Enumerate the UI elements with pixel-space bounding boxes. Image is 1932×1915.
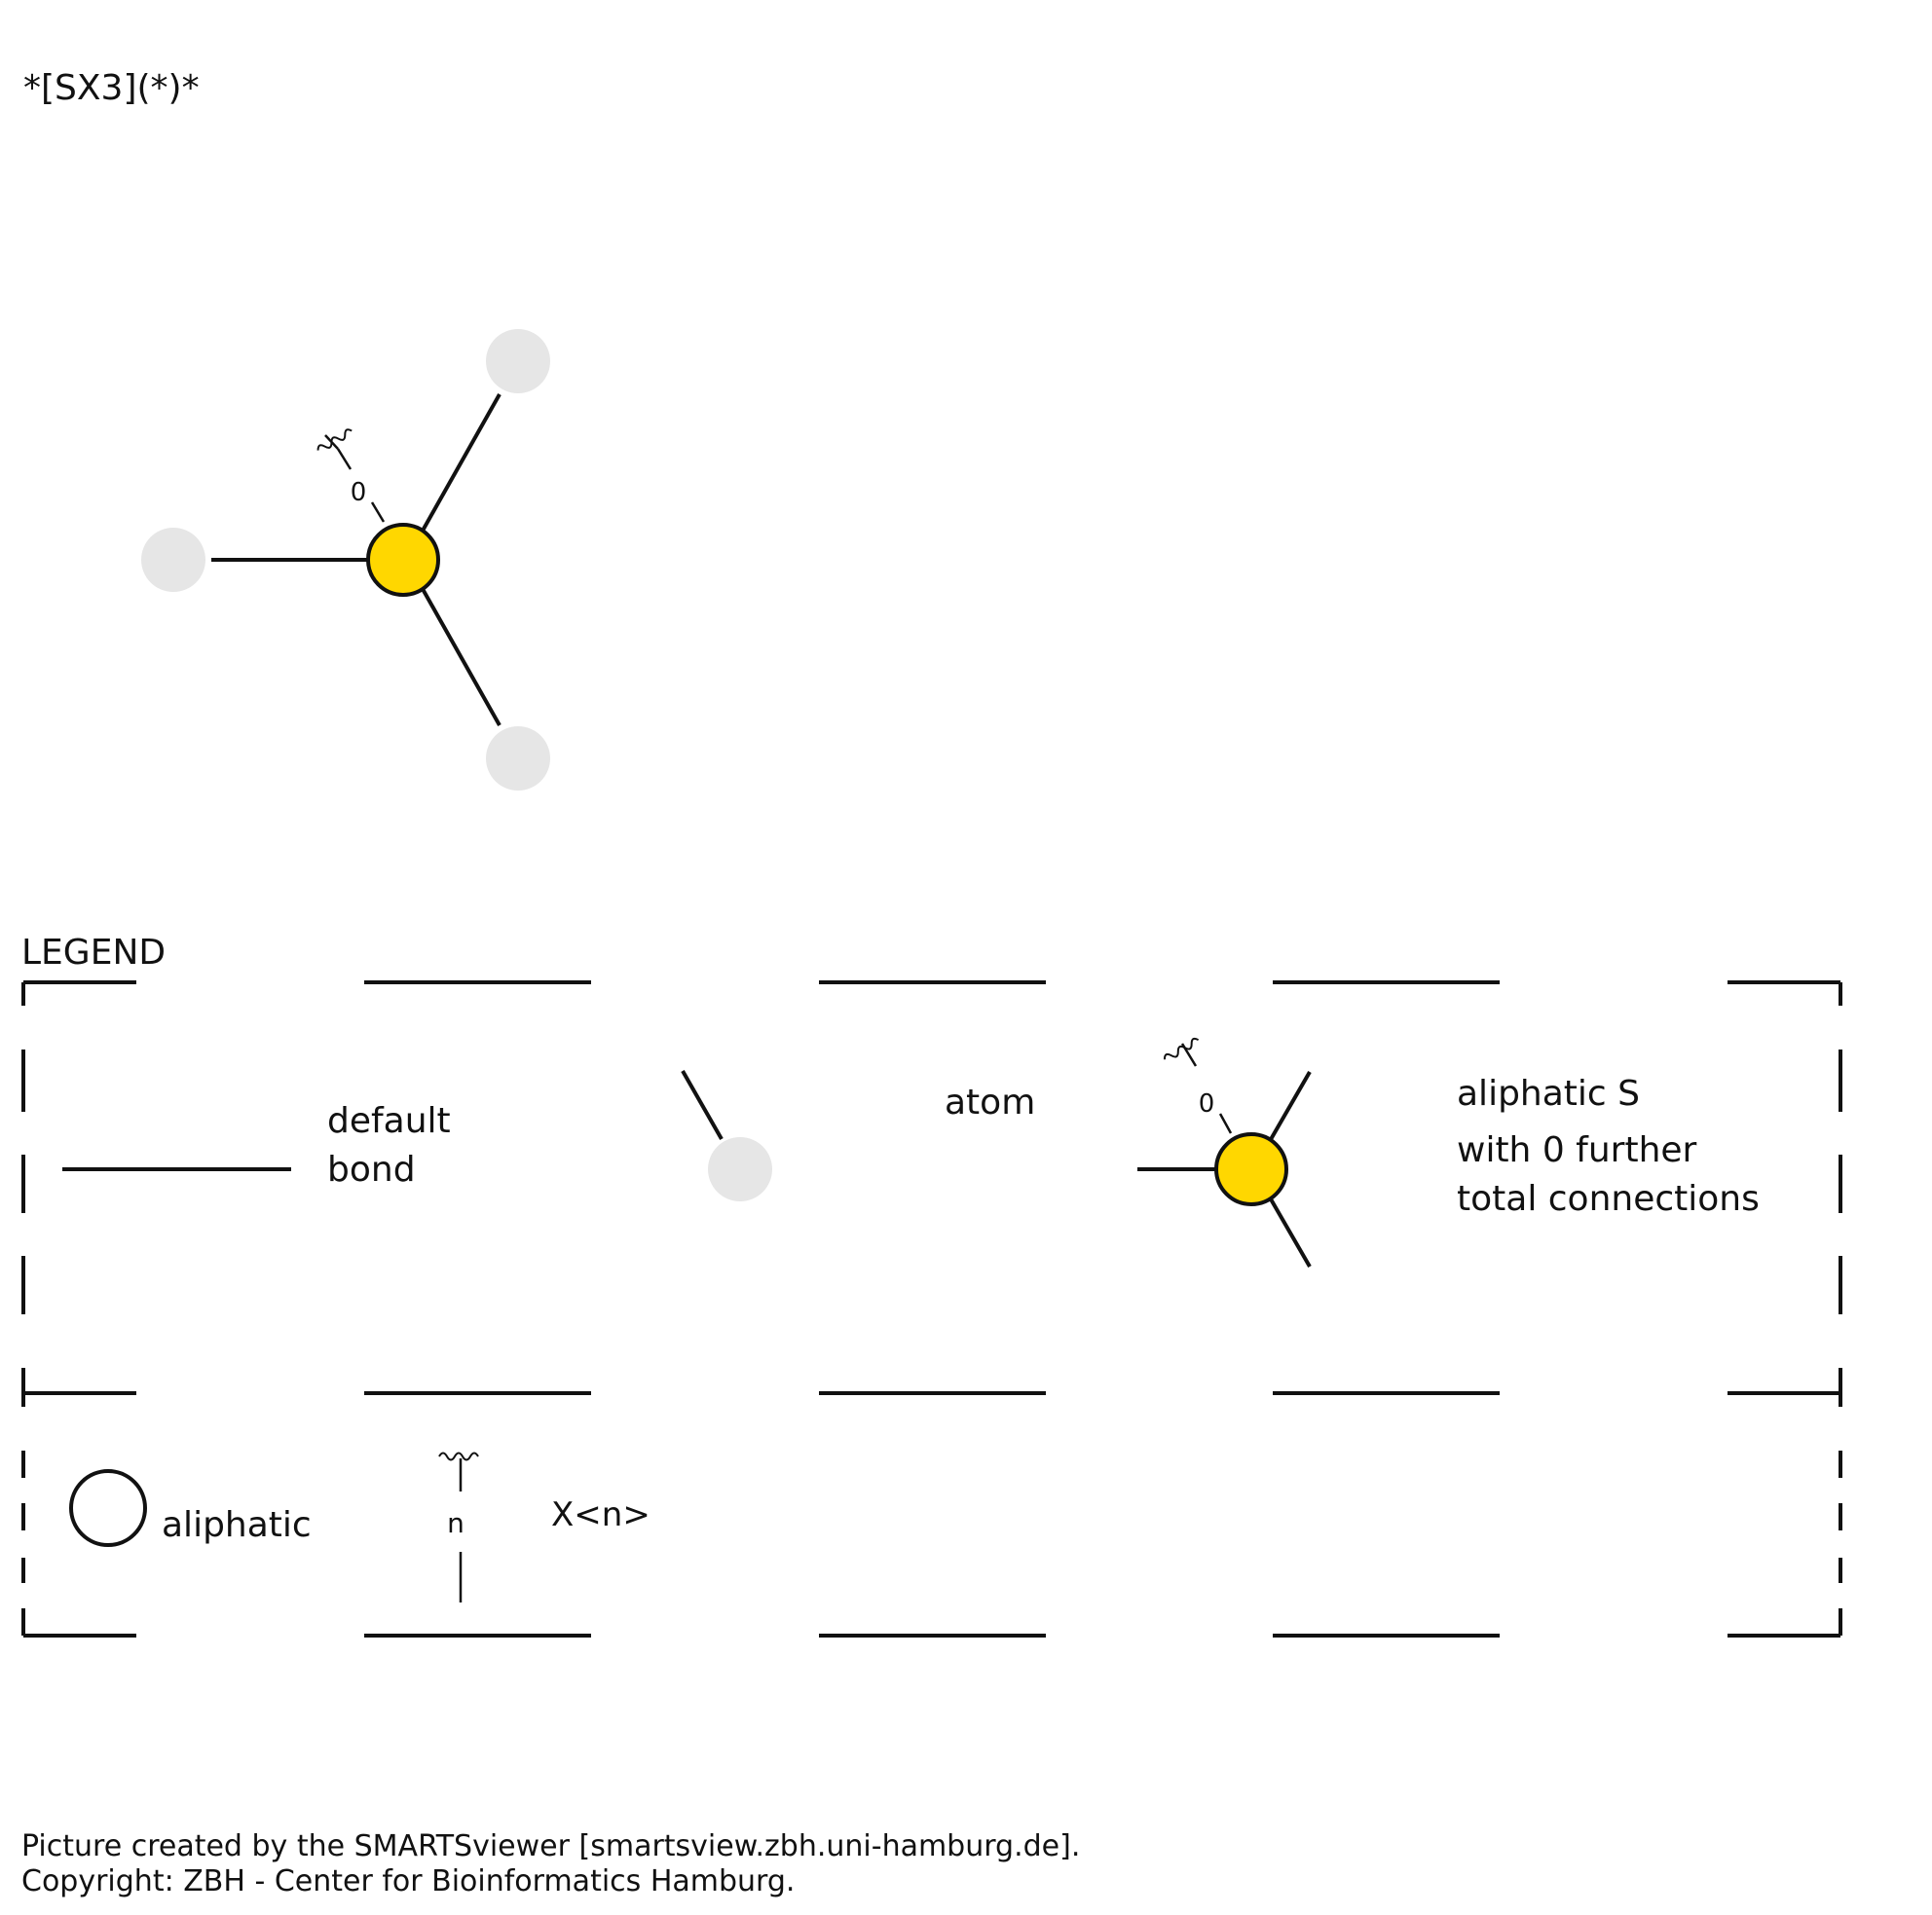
legend-aliphatic-label: aliphatic bbox=[162, 1505, 312, 1545]
molecule-graph: 0 bbox=[141, 329, 550, 791]
legend-title: LEGEND bbox=[21, 933, 166, 973]
legend-aliphatic-circle bbox=[69, 1469, 147, 1547]
wildcard-atom-lower-right bbox=[486, 726, 550, 791]
connection-marker-tick bbox=[336, 448, 353, 470]
legend-aliphatic-s-label-line1: aliphatic S bbox=[1457, 1074, 1640, 1114]
legend-wavy-bond-icon bbox=[1163, 1037, 1200, 1060]
legend-wildcard-atom bbox=[708, 1137, 772, 1201]
footer-copyright: Copyright: ZBH - Center for Bioinformati… bbox=[21, 1864, 795, 1898]
legend-frame bbox=[21, 980, 1842, 1638]
connection-count-label: 0 bbox=[351, 478, 367, 507]
legend-connection-label: X<n> bbox=[551, 1495, 650, 1534]
legend-atom-label: atom bbox=[945, 1083, 1035, 1123]
legend-aliphatic-s-label-line3: total connections bbox=[1457, 1179, 1760, 1219]
bond-lower-right bbox=[421, 588, 502, 726]
legend-default-bond-label-line1: default bbox=[327, 1101, 451, 1141]
legend-connection-symbol: n bbox=[447, 1507, 464, 1539]
legend-aliphatic-s-label-line2: with 0 further bbox=[1457, 1130, 1697, 1170]
legend-default-bond-label-line2: bond bbox=[327, 1150, 416, 1190]
smarts-string: *[SX3](*)* bbox=[23, 68, 200, 108]
sulfur-atom bbox=[366, 523, 440, 597]
wavy-bond-icon bbox=[316, 428, 353, 451]
footer-credit: Picture created by the SMARTSviewer [sma… bbox=[21, 1829, 1080, 1863]
connection-marker-stem bbox=[324, 434, 339, 450]
bond-upper-right bbox=[421, 393, 502, 532]
legend-aliphatic-s-symbol bbox=[1137, 1037, 1312, 1269]
legend-aliphatic-s-count: 0 bbox=[1199, 1089, 1215, 1119]
wildcard-atom-upper-right bbox=[486, 329, 550, 393]
legend-atom-bond bbox=[681, 1070, 724, 1140]
wildcard-atom-left bbox=[141, 528, 205, 592]
connection-marker-lower bbox=[370, 501, 386, 523]
legend-connection-wavy-icon bbox=[438, 1452, 479, 1461]
